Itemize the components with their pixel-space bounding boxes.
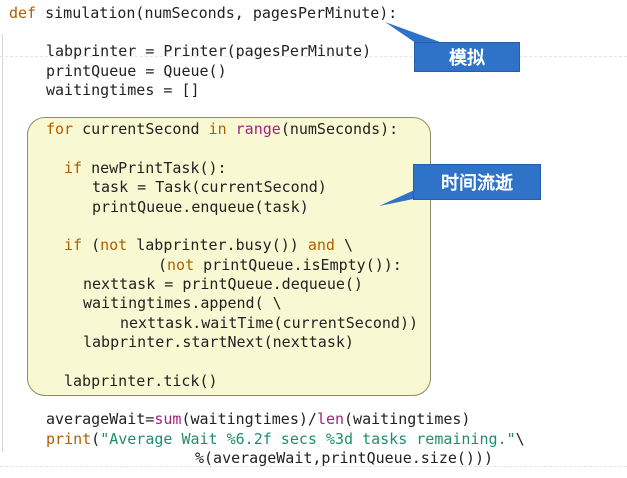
indent-guide	[2, 34, 3, 452]
code-line-15: labprinter.tick()	[64, 372, 218, 390]
code-line-13: nexttask.waitTime(currentSecond))	[120, 314, 419, 332]
code-line-18: %(averageWait,printQueue.size()))	[195, 449, 494, 467]
code-line-4: waitingtimes = []	[46, 81, 200, 99]
code-line-9: if (not labprinter.busy()) and \	[64, 236, 353, 254]
time-passes-callout: 时间流逝	[413, 164, 541, 200]
code-line-12: waitingtimes.append( \	[83, 294, 282, 312]
code-line-17: print("Average Wait %6.2f secs %3d tasks…	[46, 430, 525, 448]
simulate-callout: 模拟	[414, 42, 520, 72]
code-line-3: printQueue = Queue()	[46, 62, 227, 80]
code-line-14: labprinter.startNext(nexttask)	[83, 333, 354, 351]
code-line-6: if newPrintTask():	[64, 159, 227, 177]
code-line-11: nexttask = printQueue.dequeue()	[83, 275, 363, 293]
code-line-1: def simulation(numSeconds, pagesPerMinut…	[9, 4, 398, 22]
code-line-7: task = Task(currentSecond)	[92, 178, 327, 196]
code-line-5: for currentSecond in range(numSeconds):	[46, 120, 399, 138]
code-line-2: labprinter = Printer(pagesPerMinute)	[46, 42, 372, 60]
divider-bottom	[0, 466, 627, 467]
divider-top	[0, 56, 627, 57]
code-line-8: printQueue.enqueue(task)	[92, 198, 309, 216]
loop-highlight-box	[27, 117, 431, 396]
code-line-10: (not printQueue.isEmpty()):	[158, 256, 402, 274]
code-line-16: averageWait=sum(waitingtimes)/len(waitin…	[46, 410, 471, 428]
